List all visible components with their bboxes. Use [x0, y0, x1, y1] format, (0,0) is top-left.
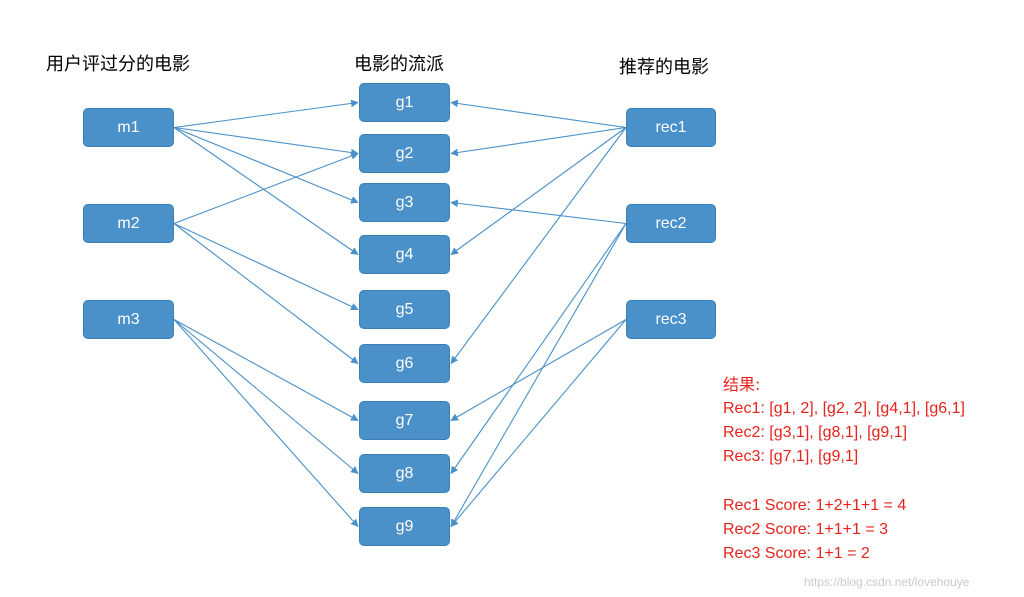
edge-m2-g6: [173, 223, 359, 364]
edge-rec2-g3: [450, 199, 627, 225]
node-rec3: rec3: [626, 300, 716, 339]
edge-rec3-g9: [450, 319, 627, 528]
node-g8: g8: [359, 454, 450, 493]
heading-recommended-movies: 推荐的电影: [619, 57, 709, 78]
edge-m1-g4: [173, 127, 359, 255]
edge-m1-g2: [173, 126, 359, 157]
node-g6: g6: [359, 344, 450, 383]
node-g2: g2: [359, 134, 450, 173]
result-line-rec2: Rec2: [g3,1], [g8,1], [g9,1]: [723, 424, 908, 441]
node-g5: g5: [359, 290, 450, 329]
node-m3: m3: [83, 300, 174, 339]
node-g4: g4: [359, 235, 450, 274]
watermark: https://blog.csdn.net/lovehouye: [804, 575, 970, 589]
edge-m3-g8: [173, 319, 359, 474]
node-m1: m1: [83, 108, 174, 147]
score-line-rec3: Rec3 Score: 1+1 = 2: [723, 545, 870, 562]
node-rec1: rec1: [626, 108, 716, 147]
edge-rec1-g6: [450, 127, 627, 365]
result-spacer: [723, 469, 965, 494]
heading-user-rated-movies: 用户评过分的电影: [46, 54, 190, 75]
edge-m1-g3: [173, 126, 359, 204]
edge-rec1-g2: [450, 126, 627, 157]
edge-rec1-g4: [450, 127, 627, 255]
node-g9: g9: [359, 507, 450, 546]
edge-rec2-g8: [450, 223, 627, 475]
edge-m2-g5: [173, 223, 359, 311]
heading-movie-genres: 电影的流派: [354, 54, 444, 75]
score-line-rec1: Rec1 Score: 1+2+1+1 = 4: [723, 497, 907, 514]
result-panel: 结果: Rec1: [g1, 2], [g2, 2], [g4,1], [g6,…: [723, 373, 965, 566]
node-g7: g7: [359, 401, 450, 440]
result-title: 结果:: [723, 375, 761, 394]
edge-m2-g2: [173, 152, 359, 225]
node-m2: m2: [83, 204, 174, 243]
edge-m3-g7: [173, 319, 359, 421]
edge-rec1-g1: [450, 99, 627, 129]
edge-m3-g9: [173, 319, 359, 528]
result-line-rec3: Rec3: [g7,1], [g9,1]: [723, 448, 859, 465]
score-line-rec2: Rec2 Score: 1+1+1 = 3: [723, 521, 888, 538]
edge-rec2-g9: [450, 223, 627, 528]
node-g1: g1: [359, 83, 450, 122]
edge-rec3-g7: [450, 319, 627, 421]
result-line-rec1: Rec1: [g1, 2], [g2, 2], [g4,1], [g6,1]: [723, 400, 965, 417]
node-rec2: rec2: [626, 204, 716, 243]
node-g3: g3: [359, 183, 450, 222]
edge-m1-g1: [173, 99, 359, 129]
